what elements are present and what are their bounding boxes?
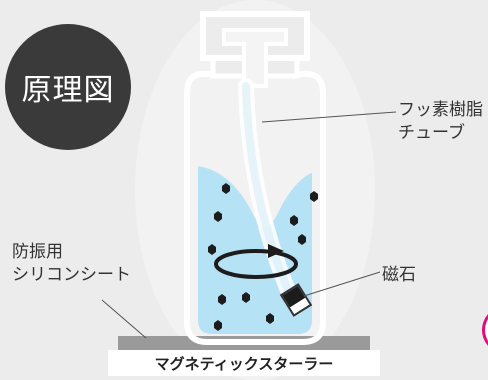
- particle: [310, 191, 318, 202]
- sheet-label-line2: シリコンシート: [12, 265, 131, 285]
- leader-line-magnet: [303, 271, 381, 297]
- rotation-arrow-icon: [268, 244, 284, 258]
- tube-label-line2: チューブ: [398, 123, 465, 143]
- magnet-label-text: 磁石: [382, 265, 416, 285]
- badge-title: 原理図: [21, 73, 115, 108]
- particle: [208, 244, 216, 255]
- particle: [242, 292, 250, 303]
- magnet-label: 磁石: [382, 264, 416, 287]
- particle: [218, 294, 226, 305]
- sheet-label: 防振用 シリコンシート: [12, 241, 131, 287]
- particles: [208, 183, 318, 331]
- tube-label-line1: フッ素樹脂: [398, 100, 483, 120]
- particle: [214, 211, 222, 222]
- tube-connector: [222, 28, 288, 88]
- accent-circle-inner: [485, 319, 488, 341]
- rotation-path: [214, 249, 298, 279]
- leader-line-tube: [261, 111, 397, 123]
- leader-line-sheet: [101, 299, 147, 339]
- vial-body: [184, 71, 326, 345]
- diagram-badge: 原理図: [5, 24, 131, 150]
- magnetic-stirrer-label: マグネティックスターラー: [108, 350, 380, 376]
- particle: [214, 320, 222, 331]
- particle: [266, 313, 274, 324]
- stirrer-label-text: マグネティックスターラー: [154, 354, 334, 373]
- particle: [222, 183, 230, 194]
- particle: [298, 234, 306, 245]
- sheet-label-line1: 防振用: [12, 242, 63, 262]
- particle: [290, 215, 298, 226]
- magnet: [279, 283, 313, 317]
- tube-label: フッ素樹脂 チューブ: [398, 99, 483, 145]
